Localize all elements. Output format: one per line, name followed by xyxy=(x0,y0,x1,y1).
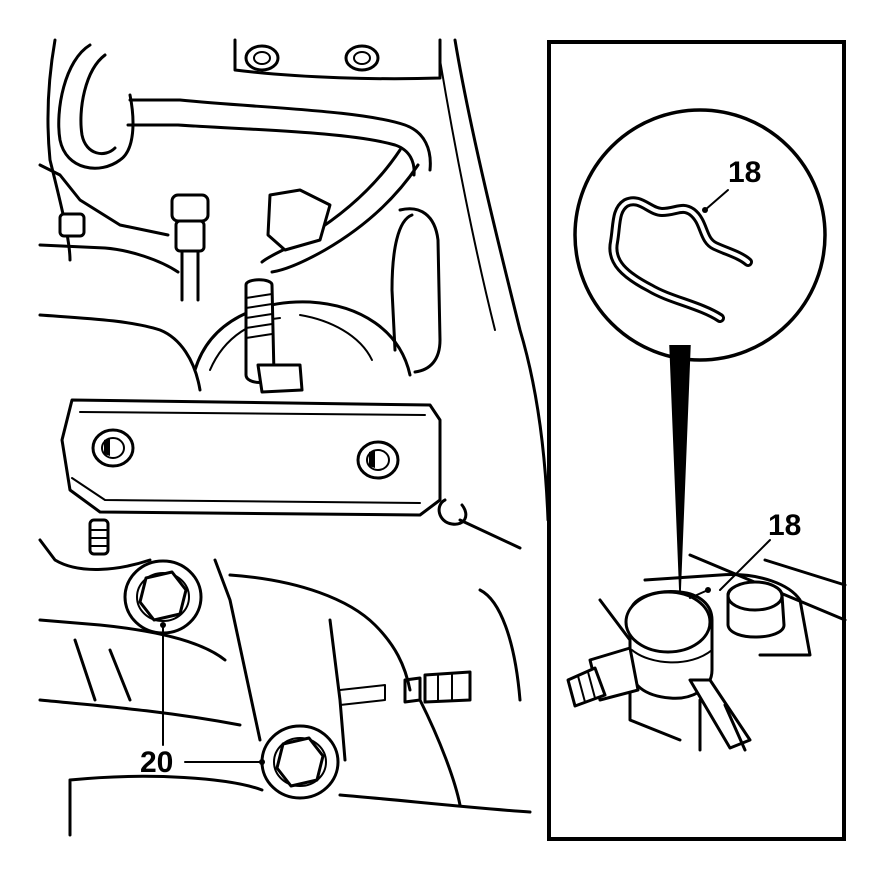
engine-bracket xyxy=(60,398,522,550)
cover-stud-left xyxy=(244,44,280,72)
engine-assembly: 20 xyxy=(38,38,550,837)
bolt-lower xyxy=(260,724,340,800)
magnifier-circle: 18 xyxy=(573,108,827,362)
callout-clip-connector-label: 18 xyxy=(768,509,801,542)
bracket-nut-left xyxy=(91,428,135,468)
electrical-connector xyxy=(566,590,752,752)
hose-fitting xyxy=(170,193,210,302)
locating-pin xyxy=(88,518,110,556)
mount-stud xyxy=(244,278,304,394)
detail-panel: 18 xyxy=(547,40,847,841)
connector-assembly: 18 xyxy=(566,509,847,752)
callout-bolts-label: 20 xyxy=(140,746,173,779)
cover-stud-right xyxy=(344,44,380,72)
callout-clip-detail-label: 18 xyxy=(728,156,761,189)
round-plug xyxy=(726,580,786,639)
bracket-nut-right xyxy=(356,440,400,480)
mount-dome xyxy=(193,300,412,377)
retaining-clip-icon xyxy=(608,196,753,323)
